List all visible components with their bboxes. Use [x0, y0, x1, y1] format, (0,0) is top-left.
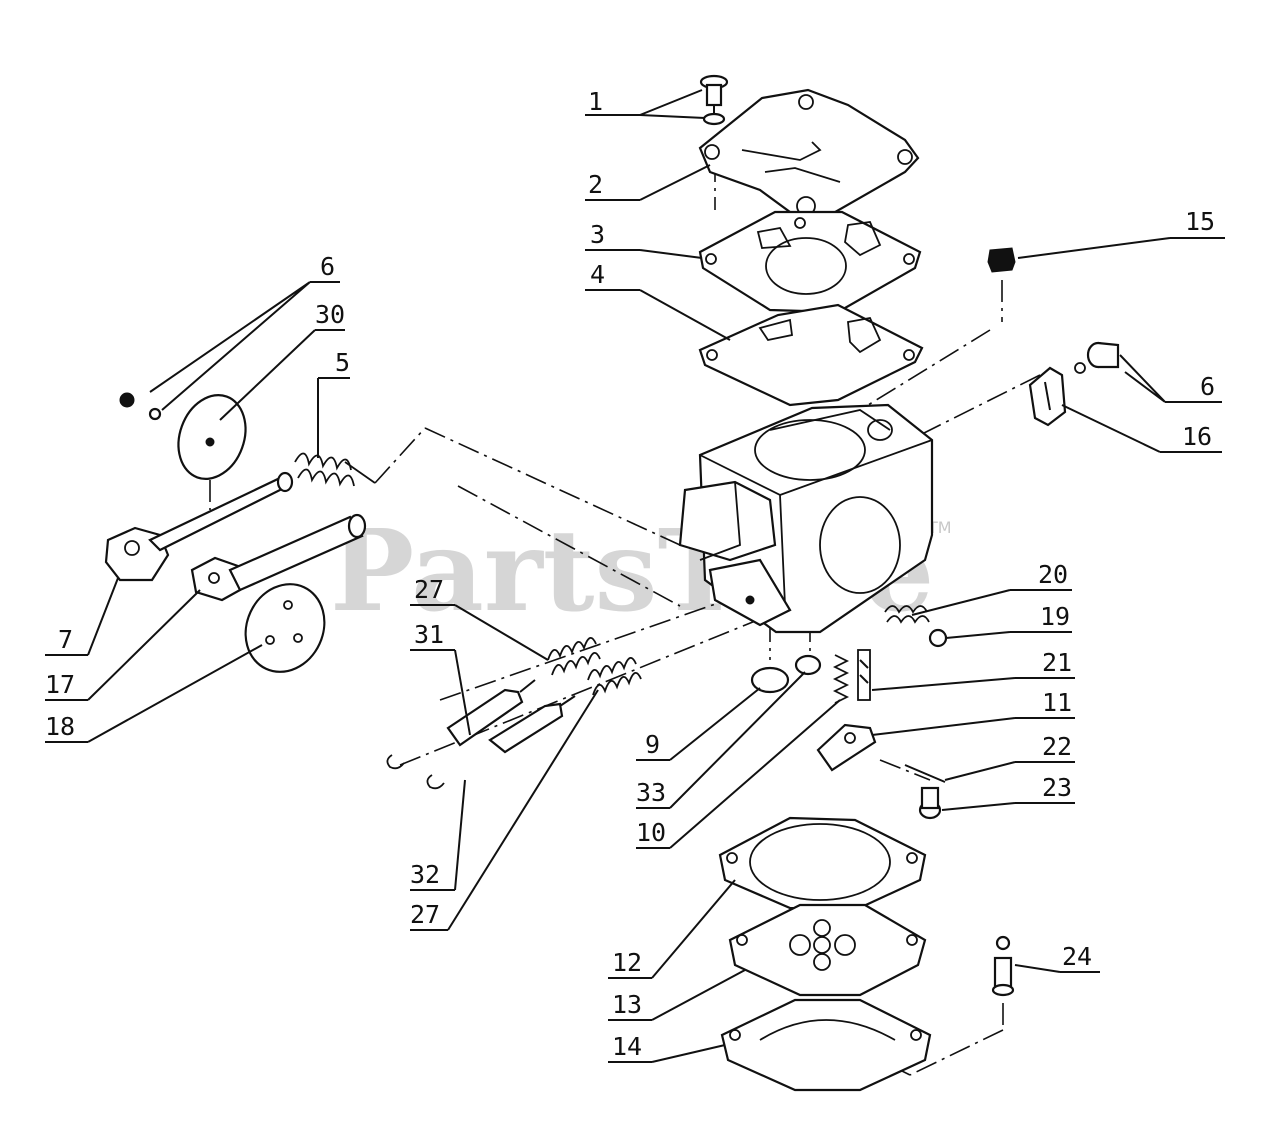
choke-valve-part-18 [244, 583, 326, 673]
screw-part-23 [918, 786, 942, 820]
callout-2: 2 [588, 170, 603, 199]
needle-part-31 [386, 679, 536, 770]
inlet-needle-part-21 [857, 649, 871, 701]
adjusting-screw-part-15 [987, 247, 1016, 273]
watermark-trademark: TM [927, 518, 952, 537]
callout-27-lower: 27 [410, 900, 440, 929]
callout-11: 11 [1042, 688, 1072, 717]
diaphragm-part-4 [698, 303, 924, 407]
leader-lines [45, 89, 1225, 1063]
callout-17: 17 [45, 670, 75, 699]
diaphragm-part-13 [728, 903, 927, 997]
callout-16: 16 [1182, 422, 1212, 451]
bracket-part-16 [1028, 366, 1067, 427]
callout-9: 9 [645, 730, 660, 759]
callout-32: 32 [410, 860, 440, 889]
screw-part-6-right [1074, 341, 1120, 374]
choke-shaft-part-17 [190, 513, 367, 602]
callout-13: 13 [612, 990, 642, 1019]
callout-7: 7 [58, 625, 73, 654]
callout-6-right: 6 [1200, 372, 1215, 401]
pump-cover-part-2 [698, 88, 920, 217]
callout-18: 18 [45, 712, 75, 741]
callout-20: 20 [1038, 560, 1068, 589]
callout-5: 5 [335, 348, 350, 377]
callout-12: 12 [612, 948, 642, 977]
throttle-valve-part-30 [177, 394, 247, 480]
screw-part-1 [699, 74, 729, 126]
ball-part-19 [928, 628, 948, 648]
spring-part-27-lower [587, 657, 642, 696]
spring-part-5 [294, 452, 376, 487]
callout-15: 15 [1185, 207, 1215, 236]
callout-23: 23 [1042, 773, 1072, 802]
callout-1: 1 [588, 87, 603, 116]
screw-part-6-left [119, 392, 162, 421]
spring-part-10 [832, 654, 850, 704]
carburetor-body [678, 403, 934, 634]
callout-labels: 1 2 3 4 15 6 16 6 30 5 7 17 18 27 31 32 … [45, 87, 1215, 1061]
callout-22: 22 [1042, 732, 1072, 761]
callout-30: 30 [315, 300, 345, 329]
needle-part-32 [426, 695, 576, 790]
lever-part-11 [816, 723, 877, 772]
callout-27-upper: 27 [414, 575, 444, 604]
callout-19: 19 [1040, 602, 1070, 631]
callout-6-left: 6 [320, 252, 335, 281]
gasket-part-12 [718, 816, 927, 912]
washer-part-33 [794, 654, 822, 676]
pin-part-22 [904, 764, 946, 783]
callout-3: 3 [590, 220, 605, 249]
spring-part-27-upper [547, 637, 601, 676]
callout-31: 31 [414, 620, 444, 649]
callout-4: 4 [590, 260, 605, 289]
callout-33: 33 [636, 778, 666, 807]
callout-14: 14 [612, 1032, 642, 1061]
spring-part-20 [884, 605, 930, 624]
callout-21: 21 [1042, 648, 1072, 677]
cover-part-14 [720, 998, 932, 1092]
callout-10: 10 [636, 818, 666, 847]
gasket-part-3 [698, 210, 922, 314]
screen-part-9 [750, 666, 790, 694]
callout-24: 24 [1062, 942, 1092, 971]
screw-part-24 [991, 935, 1015, 997]
throttle-shaft-part-7 [104, 471, 294, 582]
